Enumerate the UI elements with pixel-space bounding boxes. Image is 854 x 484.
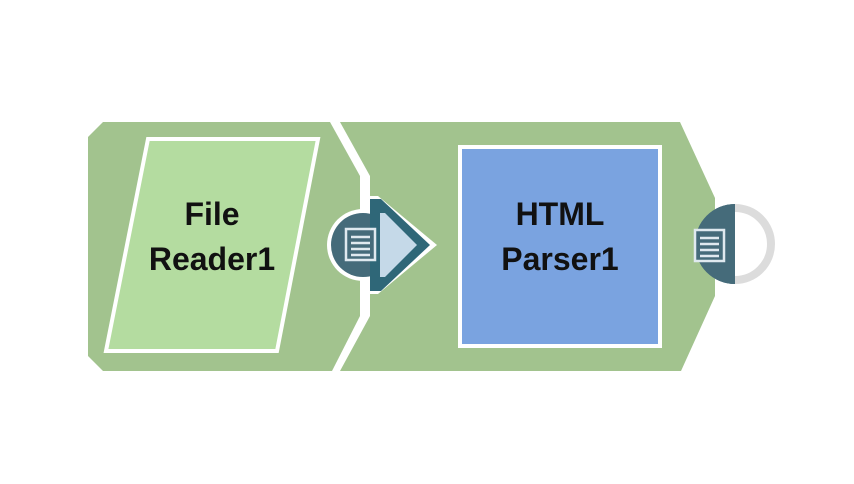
open-output-ring-icon[interactable] bbox=[734, 204, 775, 284]
file-reader-label-line2: Reader1 bbox=[149, 241, 275, 277]
triangle-arrow-icon[interactable] bbox=[370, 199, 430, 291]
link-connector[interactable] bbox=[327, 196, 437, 294]
open-output-connector[interactable] bbox=[693, 204, 775, 284]
html-parser-label-line1: HTML bbox=[516, 196, 605, 232]
html-parser-label-line2: Parser1 bbox=[501, 241, 618, 277]
snap-html-parser[interactable]: HTML Parser1 bbox=[340, 122, 715, 371]
html-parser-shape[interactable] bbox=[458, 145, 662, 348]
document-lines-icon bbox=[693, 228, 726, 263]
snap-file-reader[interactable]: File Reader1 bbox=[88, 122, 360, 371]
file-reader-shape[interactable] bbox=[103, 137, 321, 353]
file-reader-label-line1: File bbox=[184, 196, 239, 232]
document-lines-icon bbox=[344, 227, 377, 262]
